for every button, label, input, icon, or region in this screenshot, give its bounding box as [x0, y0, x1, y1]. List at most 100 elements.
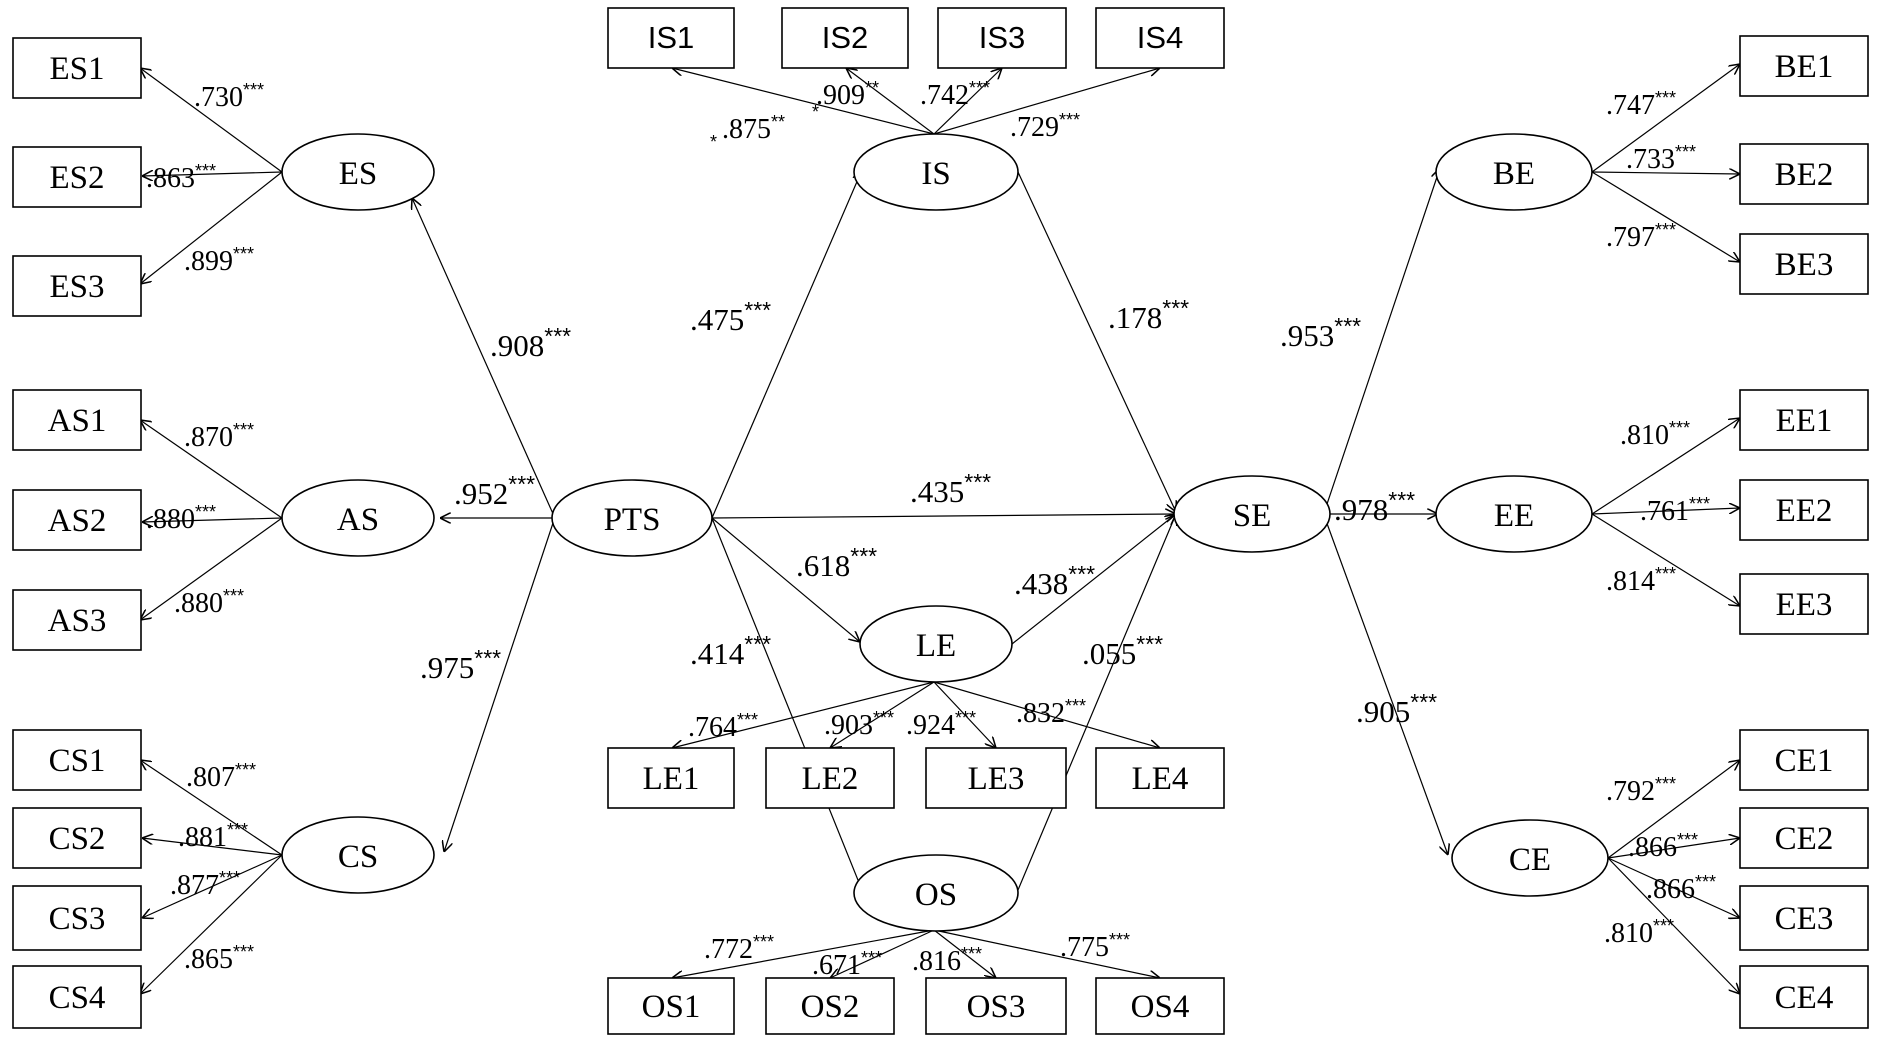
node-label: OS3 — [967, 989, 1026, 1025]
coef-is-se: .178*** — [1108, 295, 1189, 335]
node-ee3: EE3 — [1739, 573, 1869, 635]
node-label: CS — [338, 839, 378, 875]
node-label: IS — [921, 156, 950, 192]
coef-pts-os: .414*** — [690, 631, 771, 671]
node-label: CE3 — [1775, 901, 1834, 937]
edge-le-le1 — [672, 681, 935, 748]
coef-ee-ee3: .814*** — [1606, 564, 1676, 597]
node-le3: LE3 — [925, 747, 1067, 809]
node-is2: IS2 — [781, 7, 909, 69]
node-os2: OS2 — [765, 977, 895, 1035]
node-label: IS4 — [1137, 20, 1184, 55]
node-le1: LE1 — [607, 747, 735, 809]
node-ce4: CE4 — [1739, 965, 1869, 1029]
node-se: SE — [1173, 475, 1331, 553]
node-label: ES — [339, 156, 378, 192]
coef-ce-ce2: .866*** — [1628, 830, 1698, 863]
node-cs2: CS2 — [12, 807, 142, 869]
coef-le-le1: .764*** — [688, 710, 758, 743]
edge-ce-ce1 — [1607, 760, 1740, 859]
node-is1: IS1 — [607, 7, 735, 69]
coef-ce-ce4: .810*** — [1604, 916, 1674, 949]
coef-be-be3: .797*** — [1606, 220, 1676, 253]
edge-cs-cs3 — [142, 854, 283, 918]
edge-os-os1 — [672, 929, 935, 978]
node-cs4: CS4 — [12, 965, 142, 1029]
node-label: CS4 — [49, 980, 106, 1016]
coef-pts-is: .475*** — [690, 297, 771, 337]
node-cs: CS — [281, 816, 435, 894]
node-label: CE1 — [1775, 743, 1834, 779]
node-be1: BE1 — [1739, 35, 1869, 97]
coef-ee-ee1: .810*** — [1620, 418, 1690, 451]
coef-cs-cs1: .807*** — [186, 760, 256, 793]
edge-os-se — [1017, 514, 1176, 891]
coef-es-es3: .899*** — [184, 244, 254, 277]
node-os1: OS1 — [607, 977, 735, 1035]
node-label: CS3 — [49, 901, 106, 937]
coef-le-le4: .832*** — [1016, 696, 1086, 729]
coef-le-se: .438*** — [1014, 561, 1095, 601]
node-es2: ES2 — [12, 146, 142, 208]
edge-is-is3 — [933, 68, 1002, 135]
edge-ce-ce3 — [1607, 857, 1740, 918]
node-label: CE — [1509, 842, 1551, 878]
coef-ee-ee2: .761*** — [1640, 494, 1710, 527]
edge-pts-se — [711, 514, 1176, 518]
node-label: IS2 — [822, 20, 869, 55]
node-is3: IS3 — [937, 7, 1067, 69]
node-pts: PTS — [551, 479, 713, 557]
edge-as-as3 — [140, 517, 283, 620]
edge-os-os4 — [933, 929, 1160, 978]
node-label: CE2 — [1775, 821, 1834, 857]
coef-se-ce: .905*** — [1356, 689, 1437, 729]
edge-pts-cs — [444, 519, 555, 852]
coef-is-is1: .875** — [722, 112, 785, 145]
node-es: ES — [281, 133, 435, 211]
node-ee2: EE2 — [1739, 479, 1869, 541]
node-be2: BE2 — [1739, 143, 1869, 205]
node-label: OS2 — [801, 989, 860, 1025]
node-label: EE — [1494, 498, 1534, 534]
node-label: BE2 — [1775, 157, 1834, 193]
node-os4: OS4 — [1095, 977, 1225, 1035]
edges — [140, 64, 1740, 994]
coef-pts-le: .618*** — [796, 543, 877, 583]
node-label: OS — [915, 877, 957, 913]
node-as: AS — [281, 479, 435, 557]
latent-ellipses: ES AS CS PTS IS LE OS SE BE EE CE — [281, 133, 1609, 932]
edge-le-le4 — [933, 681, 1160, 748]
coef-ce-ce3: .866*** — [1646, 872, 1716, 905]
coef-se-be: .953*** — [1280, 313, 1361, 353]
node-be: BE — [1435, 133, 1593, 211]
edge-be-be3 — [1591, 171, 1740, 262]
edge-as-as2 — [142, 518, 283, 522]
node-label: AS1 — [48, 403, 107, 439]
coef-is-is2: .909** — [816, 78, 879, 111]
node-label: EE2 — [1776, 493, 1833, 529]
edge-ee-ee1 — [1591, 418, 1740, 515]
node-ce3: CE3 — [1739, 885, 1869, 951]
edge-es-es1 — [140, 68, 283, 173]
node-le2: LE2 — [765, 747, 895, 809]
node-label: AS2 — [48, 503, 107, 539]
coef-pts-cs: .975*** — [420, 645, 501, 685]
node-label: IS3 — [979, 20, 1026, 55]
coef-cs-cs3: .877*** — [170, 868, 240, 901]
edge-os-os2 — [830, 929, 935, 978]
edge-be-be1 — [1591, 64, 1740, 173]
coef-le-le2: .903*** — [824, 708, 894, 741]
node-label: CE4 — [1775, 980, 1834, 1016]
coef-is-is4: .729*** — [1010, 110, 1080, 143]
edge-pts-is — [711, 170, 862, 519]
edge-as-as1 — [140, 420, 283, 519]
node-label: LE2 — [802, 761, 859, 797]
edge-is-is4 — [933, 68, 1160, 135]
node-label: PTS — [604, 502, 661, 538]
coef-pts-as: .952*** — [454, 471, 535, 511]
coef-pts-se: .435*** — [910, 469, 991, 509]
coef-cs-cs4: .865*** — [184, 942, 254, 975]
node-cs3: CS3 — [12, 885, 142, 951]
node-label: OS1 — [642, 989, 701, 1025]
